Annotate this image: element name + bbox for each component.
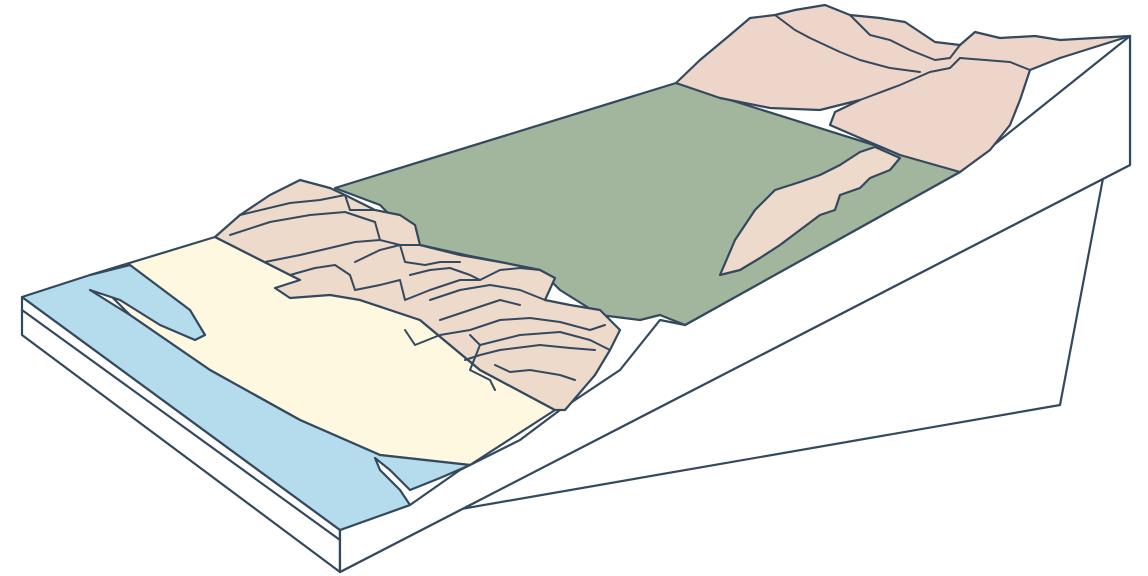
cliff-ridge-line <box>469 344 496 391</box>
cliff-ridge-line <box>289 264 481 301</box>
upland-hills <box>674 3 1132 174</box>
sea-surface <box>20 263 472 532</box>
upland-ridge-line <box>849 14 961 61</box>
cliff-ridge-line <box>239 194 376 216</box>
ridge-spur <box>718 145 902 277</box>
cliff-ridge-line <box>404 317 606 346</box>
cliff-ridge-line <box>229 211 421 246</box>
cliff-ridge-line <box>429 284 546 301</box>
upland-ridge-line <box>959 57 1031 71</box>
upland-ridge-line <box>859 57 961 101</box>
upland-ridge-line <box>774 14 921 73</box>
sea-shelf-edge <box>20 308 342 542</box>
cliff-ridge-line <box>409 267 541 281</box>
cliff-ridge-line <box>264 239 381 263</box>
cliff-ridge-line <box>439 299 521 321</box>
terrain-ridge-lines <box>229 14 1031 391</box>
cliff-ridge-line <box>354 244 461 266</box>
cliff-ridge-line <box>494 364 576 381</box>
cliff-ridge-line <box>464 344 596 361</box>
